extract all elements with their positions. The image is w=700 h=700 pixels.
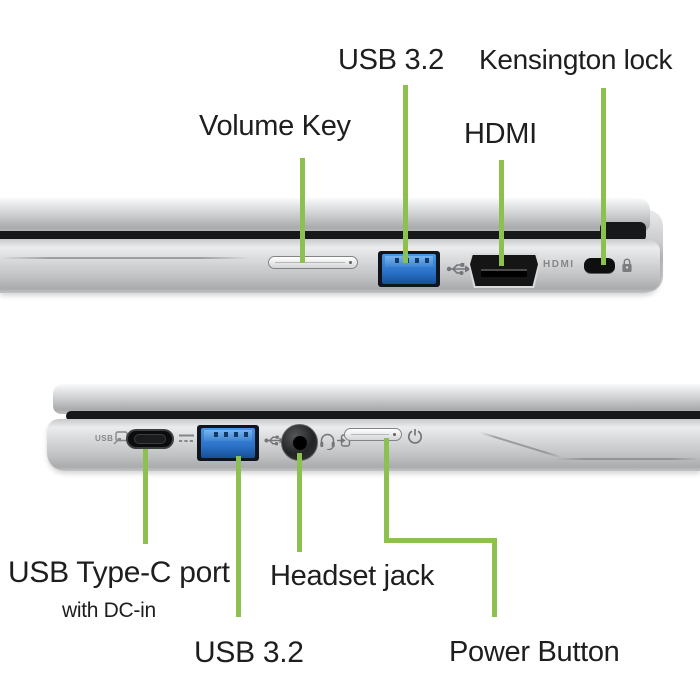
bottom-hinge-gap — [66, 411, 700, 421]
label-usb32-bottom: USB 3.2 — [194, 636, 304, 669]
bottom-lid-edge — [53, 384, 700, 414]
kensington-lock-icon — [622, 258, 632, 272]
label-headset-jack: Headset jack — [270, 560, 435, 592]
top-lid-edge — [0, 198, 650, 233]
usb-marking-text: USB — [95, 434, 114, 443]
bottom-base-crease-2 — [555, 458, 700, 460]
usb-trident-icon — [446, 263, 471, 275]
label-usb32-top: USB 3.2 — [338, 44, 444, 76]
headset-icon — [320, 433, 335, 450]
label-volume-key: Volume Key — [199, 110, 351, 142]
kensington-lock-slot — [584, 258, 615, 274]
hdmi-port-slot — [480, 268, 528, 277]
usb-port-interior — [382, 254, 436, 284]
usb-port-interior — [201, 428, 255, 458]
power-icon — [407, 429, 423, 444]
hdmi-logo-text: HDMI — [543, 259, 575, 270]
usb-c-tongue — [134, 434, 166, 444]
leader-headset — [297, 453, 302, 552]
hdmi-port — [468, 253, 540, 288]
usb-a-port-bottom — [197, 425, 259, 461]
usb-port-tab — [385, 256, 433, 267]
label-with-dc-in: with DC-in — [62, 599, 156, 622]
leader-usb32-bottom — [236, 456, 241, 617]
leader-kensington — [601, 88, 606, 265]
usb-port-tab — [204, 430, 252, 441]
headset-jack-hole — [292, 435, 307, 450]
usb-a-port-top — [378, 251, 440, 287]
usb-c-port — [126, 429, 174, 449]
leader-power-v1 — [384, 438, 389, 543]
leader-usbc — [143, 449, 148, 544]
hdmi-port-body — [470, 255, 538, 286]
leader-usb32-top — [403, 85, 408, 263]
leader-hdmi — [499, 160, 504, 266]
label-power-button: Power Button — [449, 636, 620, 668]
label-usb-type-c: USB Type-C port — [8, 556, 230, 589]
top-base-crease — [0, 257, 250, 259]
label-hdmi: HDMI — [464, 118, 537, 150]
power-button — [344, 428, 402, 441]
leader-volume — [300, 158, 305, 263]
top-hinge-notch — [600, 222, 646, 240]
leader-power-v2 — [492, 538, 497, 617]
label-kensington-lock: Kensington lock — [479, 44, 673, 75]
leader-power-h — [384, 538, 497, 543]
top-hinge-gap — [0, 231, 646, 241]
dc-in-icon — [179, 434, 194, 442]
volume-key-button — [268, 256, 358, 269]
